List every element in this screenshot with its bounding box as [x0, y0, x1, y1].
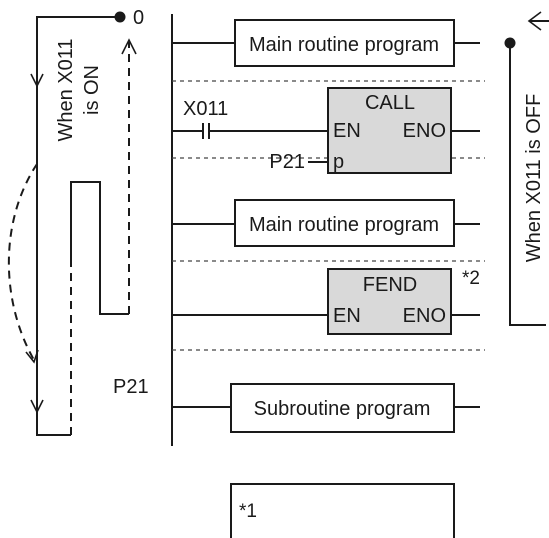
flow-on-path-lower — [36, 364, 71, 436]
call-instruction-block — [327, 87, 452, 174]
flow-on-path-upper — [36, 16, 120, 364]
contact-x011-label: X011 — [183, 98, 228, 120]
subroutine-label: Subroutine program — [254, 398, 431, 420]
fend-instruction-block — [327, 268, 452, 335]
step-zero-label: 0 — [133, 7, 144, 29]
main-routine-label-1: Main routine program — [249, 34, 439, 56]
note-box-label: *1 — [239, 501, 257, 522]
x011-on-label-group: When X011 is ON — [55, 38, 103, 141]
call-pointer-operand: P21 — [269, 151, 305, 173]
flow-jump-arrow — [25, 349, 39, 364]
x011-on-line2: is ON — [81, 65, 103, 115]
flow-x011-on — [7, 16, 137, 436]
flow-x011-off — [504, 11, 549, 326]
x011-off-label: When X011 is OFF — [523, 94, 545, 263]
rung-subroutine: P21 Subroutine program — [113, 376, 480, 433]
flow-on-arrow-down-1 — [30, 73, 44, 88]
call-eno-pin: ENO — [403, 120, 446, 142]
call-pointer-pin: p — [333, 151, 344, 173]
flow-off-path — [509, 43, 546, 326]
rung-fend: FEND EN ENO *2 — [172, 268, 480, 335]
fend-en-pin: EN — [333, 305, 361, 327]
rung-call: X011 CALL EN ENO p P21 — [172, 87, 480, 174]
fend-eno-pin: ENO — [403, 305, 446, 327]
call-en-pin: EN — [333, 120, 361, 142]
main-routine-box-2 — [234, 199, 455, 247]
fend-note-marker: *2 — [462, 268, 480, 289]
rung-main-routine-2: Main routine program — [172, 199, 480, 247]
call-title: CALL — [365, 92, 415, 114]
rung-main-routine-1: Main routine program — [172, 19, 480, 67]
flow-on-arrow-down-2 — [30, 399, 44, 414]
fend-title: FEND — [363, 274, 417, 296]
flow-jump-curve — [7, 163, 38, 361]
pointer-p21-label: P21 — [113, 376, 149, 398]
main-routine-label-2: Main routine program — [249, 214, 439, 236]
flow-fend-return — [70, 181, 129, 315]
flow-off-arrow-left — [527, 11, 542, 31]
x011-on-line1: When X011 — [55, 38, 77, 141]
note-box — [230, 483, 455, 538]
flow-return-arrow-up — [121, 38, 137, 55]
